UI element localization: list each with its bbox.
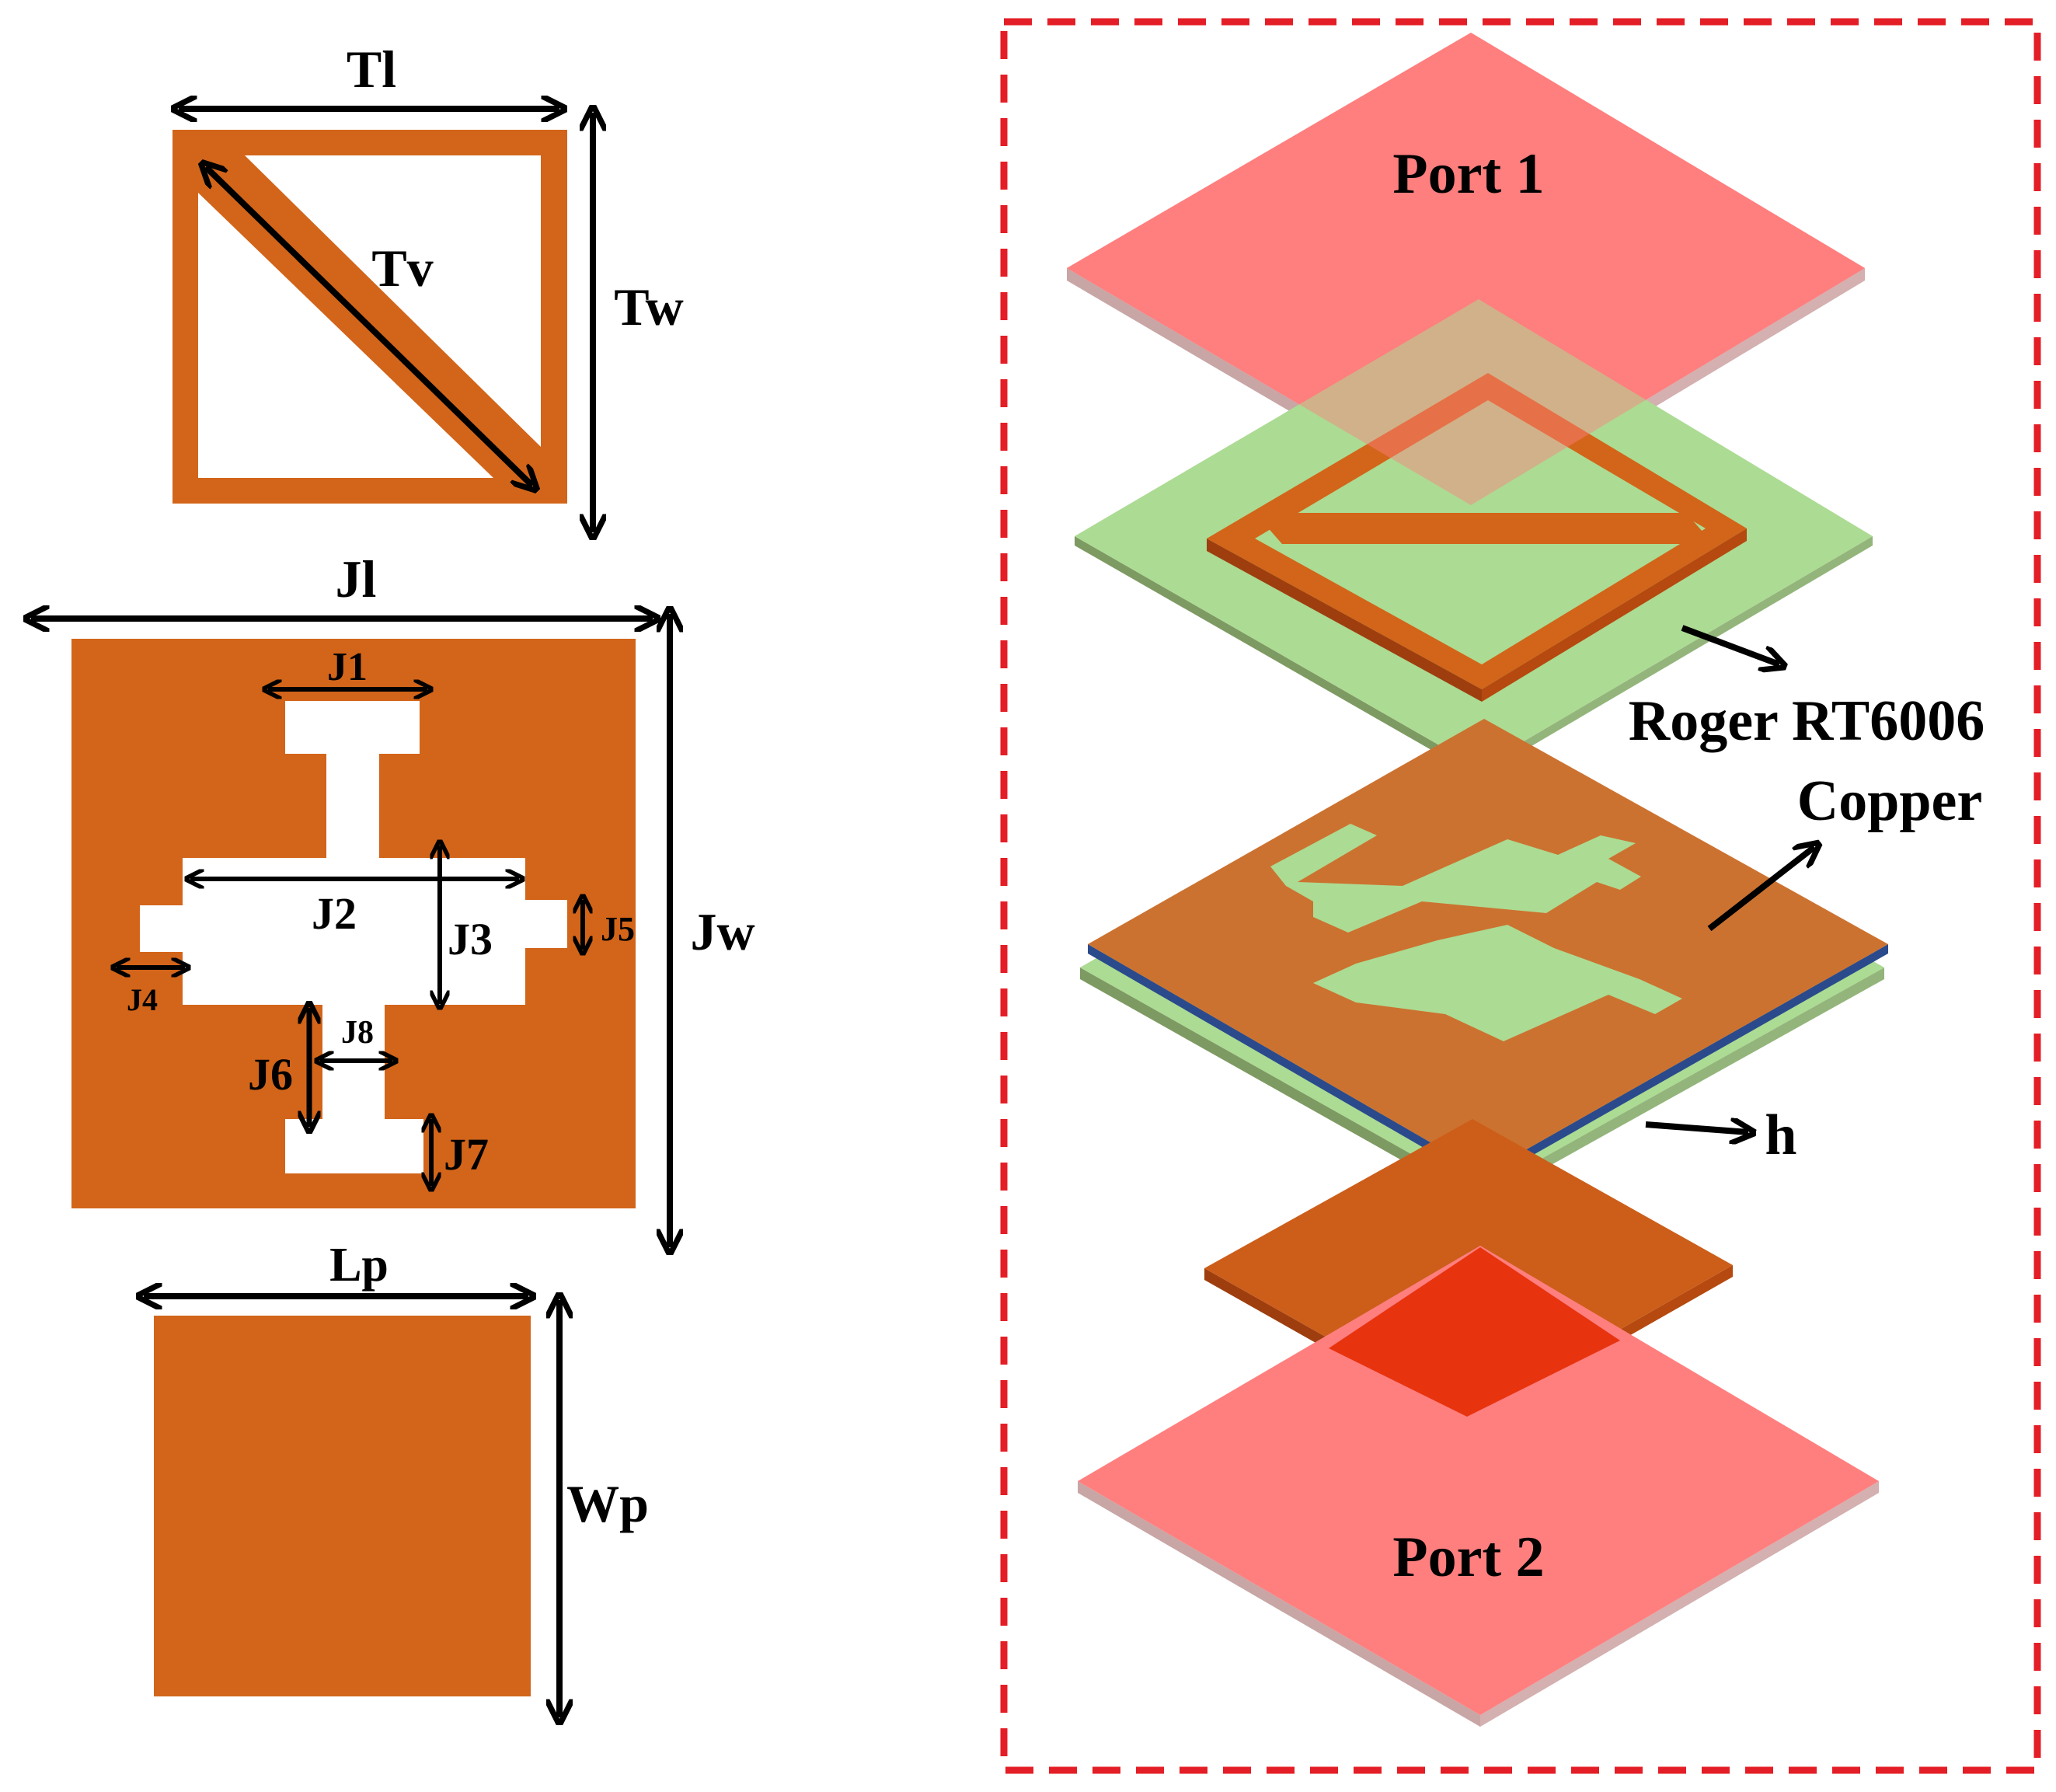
tl-label: Tl [347,40,396,99]
top-resonator: Tl Tw Tv [172,40,684,532]
port-2-sheet [1078,1246,1879,1727]
h-pointer-arrow [1645,1124,1748,1132]
j5-label: J5 [601,910,635,948]
middle-cross-slot [1270,824,1682,1041]
jl-label: Jl [336,549,377,608]
copper-pointer-arrow [1707,847,1814,932]
bottom-patch: Lp Wp [144,1239,649,1717]
j7-label: J7 [444,1129,489,1180]
port-1-overlap [1067,33,1865,505]
j4-label: J4 [127,982,158,1017]
j3-label: J3 [448,914,493,964]
bottom-patch-plate [154,1316,531,1696]
port-1-label: Port 1 [1392,142,1544,206]
top-ring-bar [1255,513,1713,544]
middle-resonator-layer [1080,719,1888,1205]
substrate-label: Roger RT6006 [1629,689,1985,753]
port-2-overlap-patch [1329,1247,1620,1417]
j1-label: J1 [327,645,368,689]
wp-label: Wp [566,1474,649,1533]
jw-label: Jw [690,902,754,961]
lp-label: Lp [329,1239,389,1292]
middle-resonator-plate [71,639,636,1208]
top-ring-copper [1207,373,1747,689]
tv-label: Tv [371,239,433,298]
copper-label: Copper [1797,769,1982,833]
top-resonator-layer [1075,299,1873,777]
tw-label: Tw [614,277,683,336]
h-label: h [1765,1103,1796,1167]
substrate-pointer-arrow [1681,625,1779,664]
j2-label: J2 [312,888,357,939]
port-2-label: Port 2 [1392,1525,1544,1589]
top-resonator-diagonal [198,155,541,478]
j8-label: J8 [341,1015,374,1051]
j6-label: J6 [248,1049,293,1100]
tv-dimension-arrow [206,167,532,486]
middle-resonator: Jl Jw J1 J2 J3 J4 J5 J6 J7 J8 [31,549,755,1247]
